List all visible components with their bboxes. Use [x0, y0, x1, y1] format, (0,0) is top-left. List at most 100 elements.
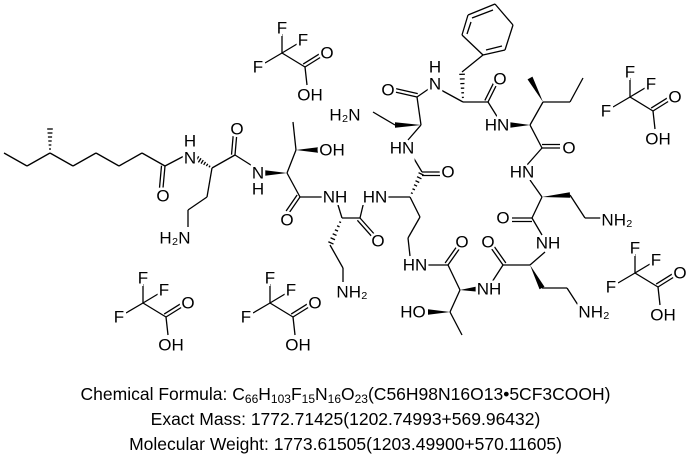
- double-bond: [356, 219, 374, 239]
- hashed-bond: [330, 237, 336, 241]
- double-bond: [288, 196, 301, 214]
- bond: [449, 311, 463, 336]
- hashed-bond: [195, 156, 200, 162]
- bond: [529, 124, 543, 149]
- hashed-bond: [203, 161, 207, 166]
- bond: [569, 194, 586, 219]
- bond: [164, 154, 187, 167]
- benzene-bond: [485, 45, 503, 51]
- hashed-bond: [416, 176, 422, 180]
- hydrogen-label: H: [429, 58, 441, 77]
- hydrogen-label: H: [252, 180, 264, 199]
- bond: [337, 204, 343, 219]
- hashed-bond: [328, 241, 334, 245]
- double-bond: [395, 87, 418, 95]
- bond: [286, 149, 297, 174]
- fluorine-label: F: [241, 308, 251, 327]
- hashed-bond: [415, 180, 420, 184]
- hashed-bond: [205, 163, 209, 167]
- nitrogen-label: NH: [477, 280, 502, 299]
- bond: [569, 77, 584, 103]
- bond: [531, 196, 543, 219]
- bond: [529, 101, 544, 126]
- bond: [529, 179, 543, 198]
- formula-element: H: [258, 384, 271, 404]
- formula-label: Chemical Formula:: [80, 384, 233, 404]
- oxygen-label: O: [481, 233, 494, 252]
- nitrogen-label: N: [429, 75, 441, 94]
- amine-label: H₂N: [329, 106, 360, 125]
- hashed-bond: [336, 225, 340, 228]
- bond: [187, 196, 208, 211]
- bond: [329, 244, 344, 269]
- bond: [449, 289, 461, 313]
- double-bond: [158, 165, 163, 188]
- double-bond: [447, 247, 461, 266]
- fluorine-label: F: [646, 75, 656, 94]
- hydroxyl-label: OH: [645, 130, 671, 149]
- double-bond: [163, 303, 181, 315]
- hashed-bond: [412, 188, 416, 191]
- exact-mass: Exact Mass: 1772.71425(1202.74993+569.96…: [150, 409, 541, 429]
- bond: [409, 196, 421, 218]
- bond: [234, 154, 255, 168]
- hashed-bond: [208, 165, 211, 168]
- oxygen-label: O: [496, 209, 509, 228]
- hashed-bond: [410, 192, 414, 195]
- formula-count: 16: [327, 392, 341, 406]
- nitrogen-label: HN: [485, 116, 510, 135]
- bond: [440, 89, 464, 103]
- molecular-weight: Molecular Weight: 1773.61505(1203.49900+…: [129, 434, 562, 454]
- hydroxyl-label: OH: [319, 141, 345, 160]
- bond: [566, 287, 579, 306]
- bond: [372, 111, 396, 126]
- bond: [125, 302, 144, 314]
- bond: [487, 101, 499, 119]
- oxygen-label: O: [371, 232, 384, 251]
- bond: [657, 286, 661, 306]
- hashed-bond: [418, 172, 424, 176]
- fluorine-label: F: [114, 308, 124, 327]
- oxygen-label: O: [562, 139, 575, 158]
- fluorine-label: F: [138, 269, 148, 288]
- bond: [304, 66, 308, 86]
- hydroxyl-label: OH: [158, 336, 184, 355]
- fluorine-label: F: [625, 63, 635, 82]
- bonds: [3, 3, 675, 336]
- bond: [118, 152, 143, 167]
- formula-count: 15: [301, 392, 315, 406]
- bond: [416, 96, 422, 126]
- oxygen-label: O: [308, 294, 321, 313]
- hashed-bond: [200, 159, 204, 164]
- benzene-bond: [482, 49, 506, 56]
- double-bond: [493, 245, 507, 264]
- hydroxyl-label: OH: [650, 306, 676, 325]
- oxygen-label: O: [673, 264, 686, 283]
- bond: [252, 302, 271, 314]
- wedge-bond: [395, 122, 421, 128]
- hashed-bond: [334, 229, 339, 232]
- bond: [292, 316, 296, 336]
- fluorine-label: F: [277, 19, 287, 38]
- oxygen-label: O: [181, 294, 194, 313]
- oxygen-label: O: [280, 211, 293, 230]
- nitrogen-label: HN: [403, 256, 428, 275]
- bond: [206, 167, 213, 198]
- bond: [652, 110, 656, 130]
- double-bond: [292, 306, 310, 318]
- double-bond: [650, 97, 668, 109]
- benzene-bond: [494, 3, 514, 26]
- formula-value: C66H103F15N16O23: [232, 384, 368, 406]
- double-bond: [444, 245, 458, 264]
- amine-label: NH₂: [601, 211, 632, 230]
- nitrogen-label: NH: [323, 188, 348, 207]
- bond: [612, 96, 631, 108]
- double-bond: [230, 131, 235, 155]
- bond: [269, 293, 286, 304]
- hydroxyl-label: OH: [285, 336, 311, 355]
- bond: [281, 43, 298, 54]
- bond: [529, 251, 546, 266]
- amine-label: H₂N: [159, 229, 190, 248]
- formula-count: 103: [270, 392, 291, 406]
